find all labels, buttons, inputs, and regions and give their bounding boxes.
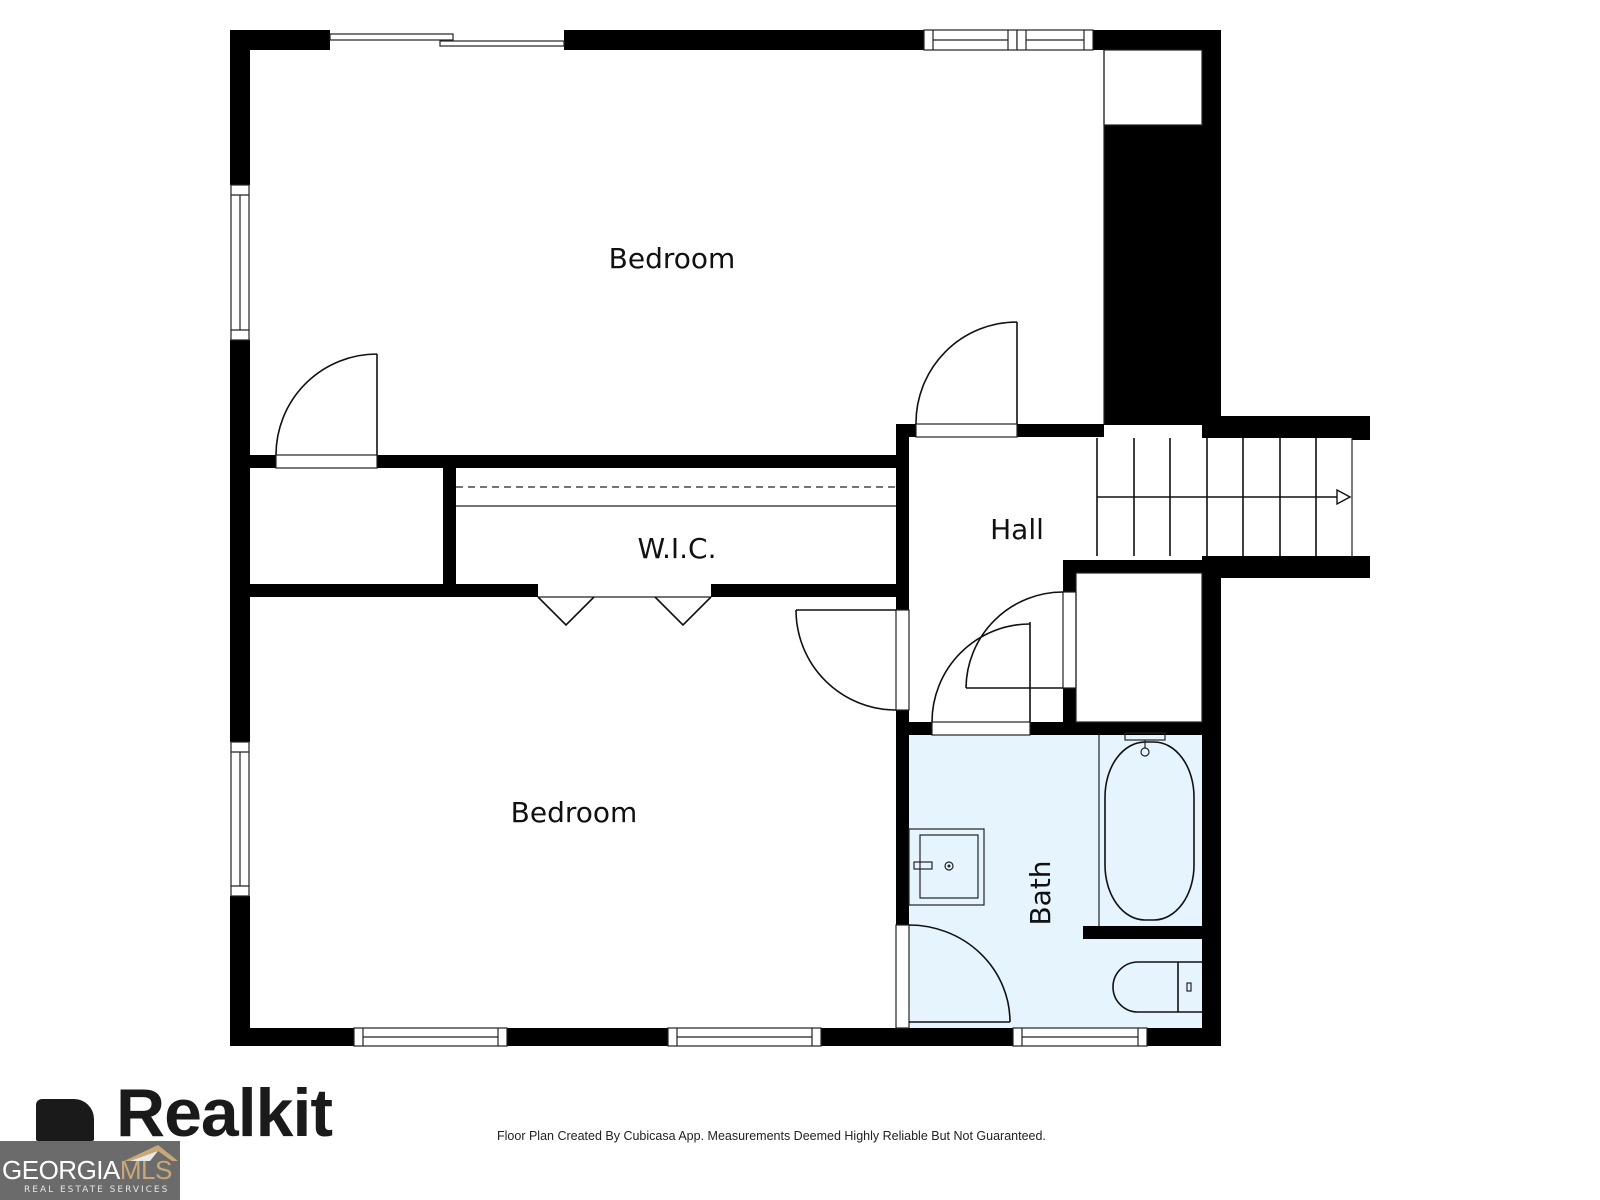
bath-floor (908, 734, 1202, 1028)
stair-arrow-icon (1336, 488, 1352, 506)
window-top-sliding (329, 33, 565, 47)
outer-walls (230, 30, 1370, 1046)
room-label-hall: Hall (990, 513, 1044, 546)
room-label-bath: Bath (1024, 860, 1057, 925)
bathtub-icon (1104, 741, 1195, 921)
door-wic-bifold (537, 596, 712, 627)
door-bedroom-upper (915, 321, 1018, 438)
sink-icon (908, 828, 985, 906)
window-bottom (353, 1027, 1148, 1047)
mls-subtitle: REAL ESTATE SERVICES (24, 1185, 170, 1195)
mls-name: GEORGIAMLS (2, 1155, 172, 1185)
room-label-wic: W.I.C. (638, 532, 717, 565)
interior-walls (250, 424, 1221, 939)
realkit-logo: Realkit (36, 1075, 333, 1151)
window-left-lower (230, 741, 250, 897)
stairs (1096, 438, 1353, 556)
door-bedroom-lower (795, 609, 910, 711)
door-linen (965, 591, 1077, 689)
realkit-mark-icon (36, 1099, 94, 1141)
disclaimer-text: Floor Plan Created By Cubicasa App. Meas… (497, 1129, 1046, 1143)
georgia-mls-logo: GEORGIAMLS REAL ESTATE SERVICES (0, 1141, 180, 1200)
door-bath (931, 622, 1031, 736)
room-label-bedroom-upper: Bedroom (609, 242, 736, 275)
realkit-brand-text: Realkit (116, 1075, 333, 1151)
window-top-right (923, 29, 1094, 51)
roof-icon (124, 1145, 178, 1161)
window-left-upper (230, 184, 250, 341)
room-label-bedroom-lower: Bedroom (511, 796, 638, 829)
bath-fixtures (895, 732, 1202, 1029)
door-closet-left (275, 353, 378, 469)
toilet-icon (1112, 961, 1202, 1013)
